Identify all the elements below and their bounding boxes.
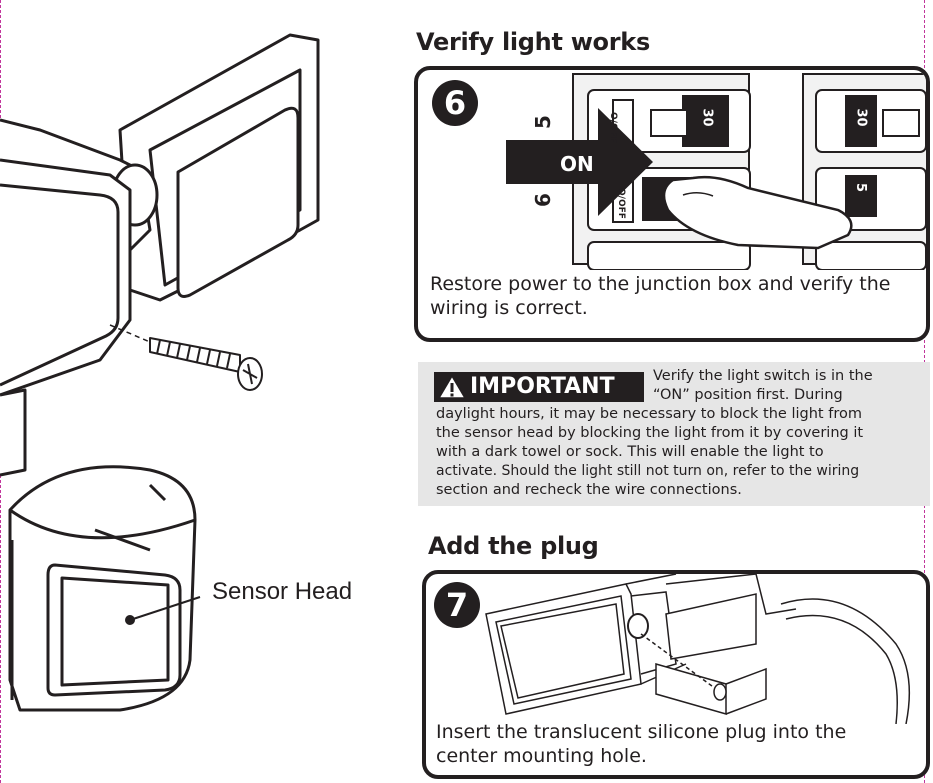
- step6-card: 6 5 6 ON 30 30 5 O/OFF O/OFF Restore pow…: [414, 66, 930, 342]
- important-line6: activate. Should the light still not tur…: [436, 463, 860, 479]
- step7-caption-line1: Insert the translucent silicone plug int…: [436, 721, 847, 743]
- important-line3: daylight hours, it may be necessary to b…: [436, 406, 862, 422]
- breaker-rating-partial: 5: [853, 182, 869, 193]
- breaker-row-6-label: 6: [530, 193, 555, 207]
- step6-number-badge: 6: [432, 80, 478, 126]
- breaker-rating-right: 30: [853, 108, 869, 127]
- step7-card: 7 Insert the translucent silicone plug i…: [422, 570, 930, 779]
- breaker-off-label-bottom: O/OFF: [616, 188, 626, 219]
- important-line4: the sensor head by blocking the light fr…: [436, 425, 864, 441]
- step6-caption-line2: wiring is correct.: [430, 297, 588, 319]
- sensor-head-label: Sensor Head: [212, 578, 353, 605]
- breaker-panel-illustration: [418, 70, 926, 270]
- important-badge: IMPORTANT: [434, 372, 644, 402]
- important-badge-label: IMPORTANT: [470, 374, 615, 399]
- warning-icon: [438, 374, 466, 400]
- important-line2: “ON” position first. During: [653, 387, 843, 403]
- step7-number-badge: 7: [434, 582, 480, 628]
- important-line1: Verify the light switch is in the: [653, 368, 873, 384]
- breaker-row-5-label: 5: [530, 115, 555, 129]
- on-arrow-label: ON: [560, 152, 594, 176]
- breaker-rating-top: 30: [699, 108, 715, 127]
- step6-caption-line1: Restore power to the junction box and ve…: [430, 273, 891, 295]
- breaker-off-label-top: O/OFF: [608, 112, 618, 143]
- plug-illustration: [426, 574, 926, 724]
- fixture-illustration: [0, 0, 400, 783]
- step7-caption-line2: center mounting hole.: [436, 745, 647, 767]
- important-notice: IMPORTANT Verify the light switch is in …: [418, 362, 930, 506]
- important-line5: with a dark towel or sock. This will ena…: [436, 444, 824, 460]
- step6-heading: Verify light works: [416, 28, 650, 56]
- important-line7: section and recheck the wire connections…: [436, 482, 742, 498]
- step7-heading: Add the plug: [428, 532, 599, 560]
